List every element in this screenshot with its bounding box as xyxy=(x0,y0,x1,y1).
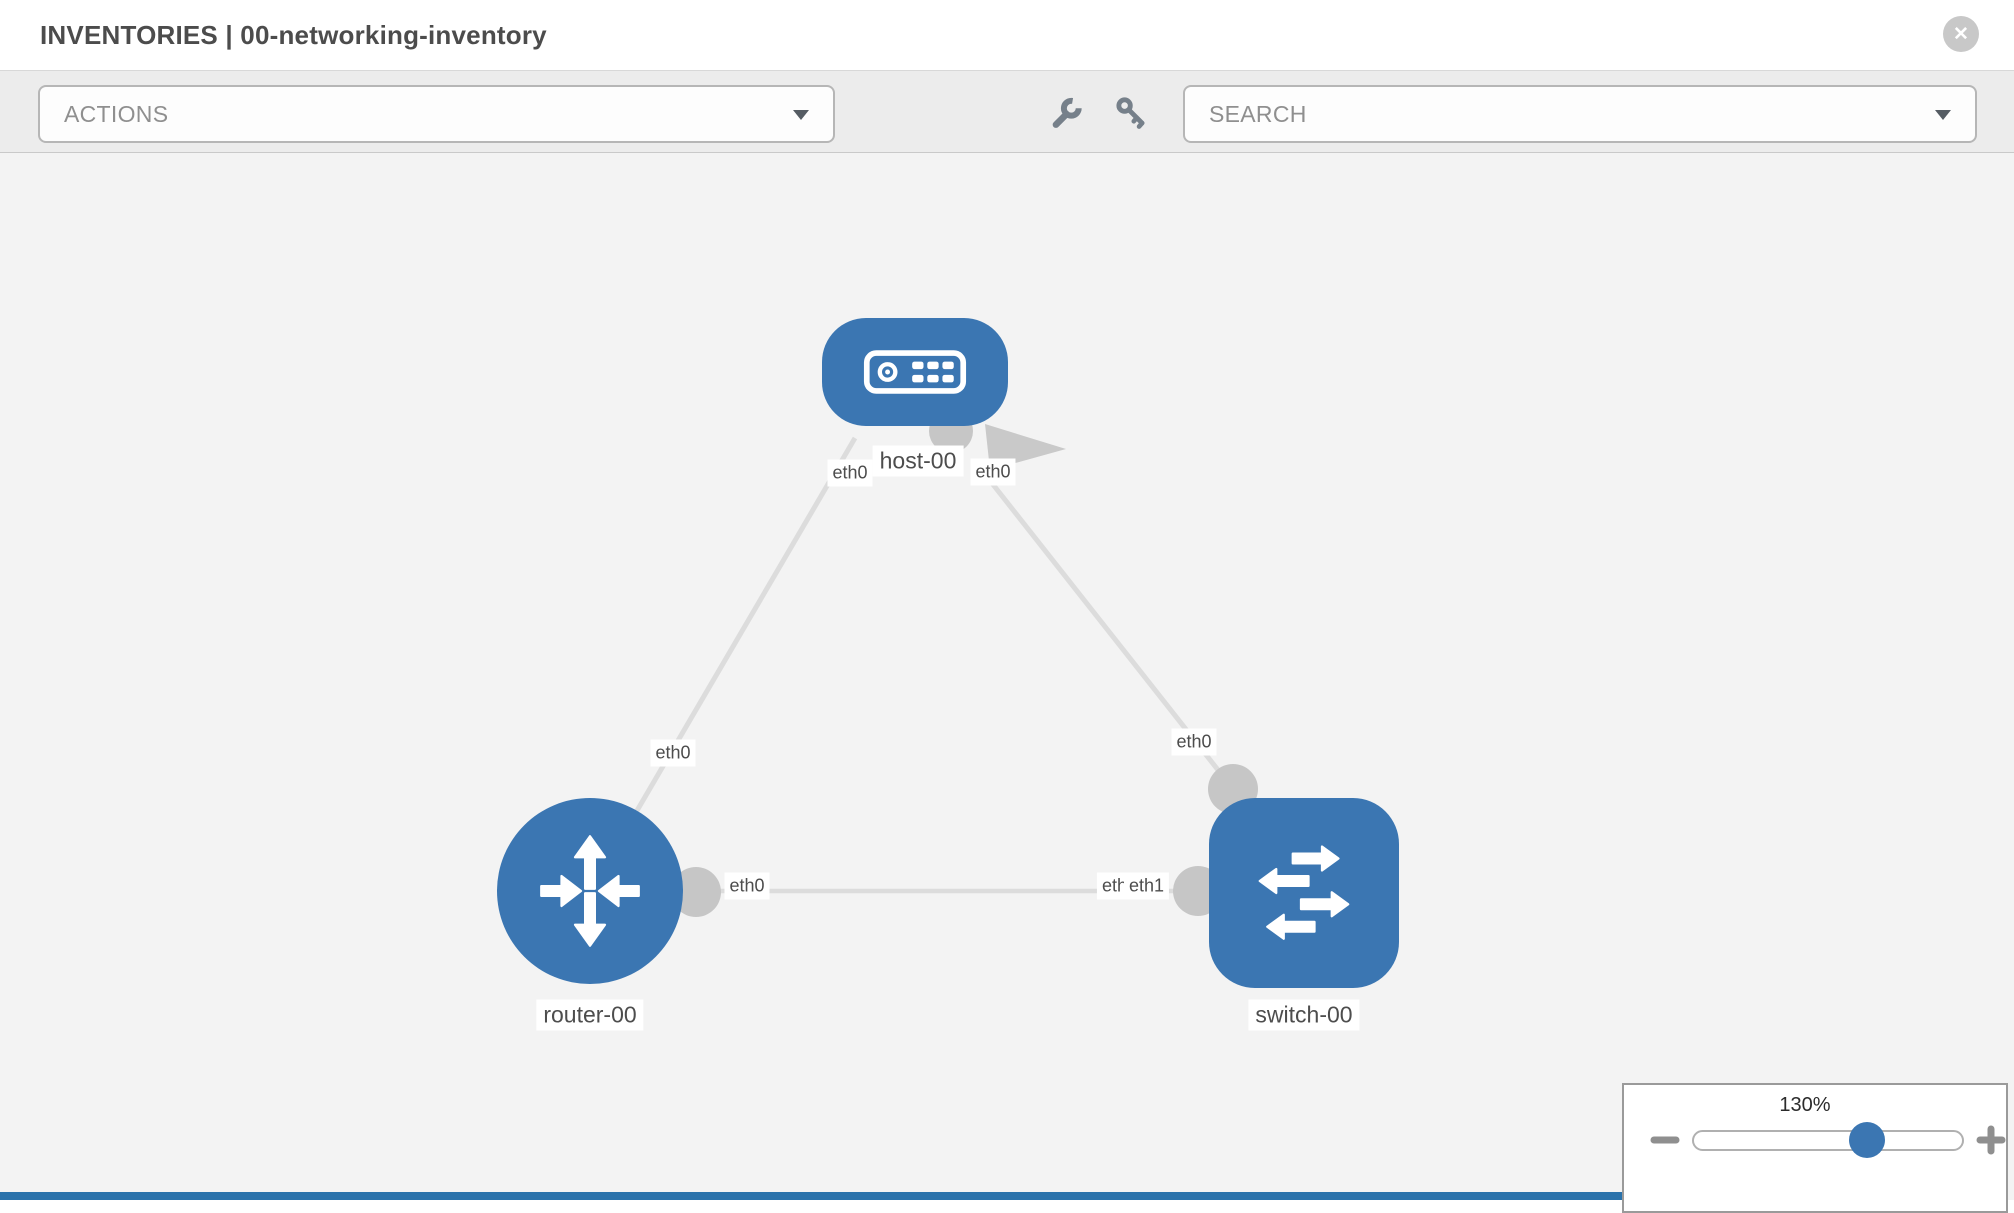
interface-dot-router-right xyxy=(671,867,721,917)
plus-icon xyxy=(1976,1125,2006,1155)
bottom-accent-strip xyxy=(0,1192,1622,1200)
zoom-slider[interactable] xyxy=(1692,1122,1964,1158)
interface-label-overlap: eth0 eth1 xyxy=(1096,872,1170,900)
page-title: INVENTORIES | 00-networking-inventory xyxy=(40,20,547,50)
search-dropdown[interactable]: SEARCH xyxy=(1183,85,1977,143)
zoom-slider-handle[interactable] xyxy=(1848,1122,1885,1158)
host-icon xyxy=(863,350,967,394)
chevron-down-icon xyxy=(793,110,809,120)
zoom-out-button[interactable] xyxy=(1650,1125,1680,1155)
switch-icon xyxy=(1258,845,1350,940)
zoom-in-button[interactable] xyxy=(1976,1125,2006,1155)
minus-icon xyxy=(1650,1136,1680,1144)
interface-label: eth0 xyxy=(827,459,873,487)
zoom-panel: 130% xyxy=(1622,1083,2008,1213)
router-icon xyxy=(540,835,640,947)
zoom-level: 130% xyxy=(1779,1094,1831,1116)
close-button[interactable]: ✕ xyxy=(1943,16,1979,52)
page-header: INVENTORIES | 00-networking-inventory ✕ xyxy=(0,0,2014,71)
node-label-router: router-00 xyxy=(536,999,644,1031)
node-label-host: host-00 xyxy=(872,445,964,477)
key-icon xyxy=(1116,97,1145,129)
chevron-down-icon xyxy=(1935,110,1951,120)
interface-label: eth1 xyxy=(1124,872,1170,900)
topology-canvas[interactable]: host-00 router-00 switch-00 eth0 eth0 et… xyxy=(0,153,2014,1200)
node-label-switch: switch-00 xyxy=(1248,999,1360,1031)
node-switch-00[interactable] xyxy=(1209,798,1399,988)
interface-label: eth0 xyxy=(970,458,1016,486)
actions-dropdown-label: ACTIONS xyxy=(64,100,169,127)
interface-label: eth0 xyxy=(724,872,770,900)
wrench-icon xyxy=(1052,97,1082,128)
actions-dropdown[interactable]: ACTIONS xyxy=(38,85,835,143)
close-icon: ✕ xyxy=(1953,23,1969,45)
interface-label: eth0 xyxy=(650,739,696,767)
wrench-button[interactable] xyxy=(1048,95,1084,131)
search-dropdown-label: SEARCH xyxy=(1209,100,1307,127)
node-host-00[interactable] xyxy=(822,318,1008,426)
toolbar: ACTIONS SEARCH xyxy=(0,71,2014,154)
key-button[interactable] xyxy=(1114,95,1150,131)
node-router-00[interactable] xyxy=(497,798,683,984)
interface-label: eth0 xyxy=(1171,728,1217,756)
links-layer xyxy=(587,409,1258,917)
